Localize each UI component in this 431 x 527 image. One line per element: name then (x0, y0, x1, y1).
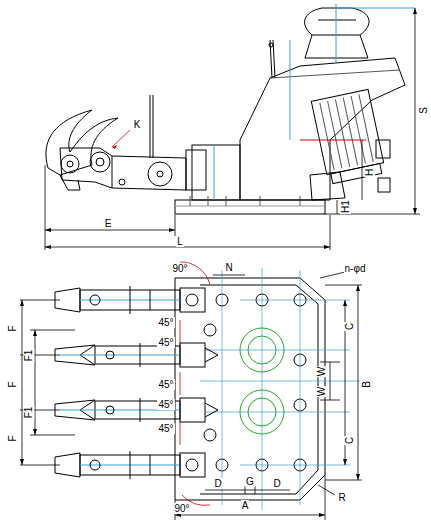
dimension-label: L (176, 236, 184, 247)
dimension-label: E (104, 218, 113, 229)
dimension-label-vertical: C (344, 435, 355, 444)
dimension-label-vertical: S (417, 106, 428, 115)
side-view (45, 4, 420, 250)
dimension-label: 45° (157, 337, 174, 348)
dimension-label: 90° (173, 503, 190, 514)
dimension-label: K (133, 119, 142, 130)
dimension-label-vertical: C (344, 321, 355, 330)
dimension-label: G (245, 476, 255, 487)
plan-view (20, 262, 362, 520)
dimension-label-vertical: F (6, 380, 17, 388)
dimension-label: 45° (157, 379, 174, 390)
dimension-label: D (213, 478, 222, 489)
dimension-label: A (241, 500, 250, 511)
dimension-label: 45° (157, 423, 174, 434)
dimension-label-vertical: H1 (339, 199, 350, 214)
dimension-label: N (224, 262, 233, 273)
dimension-label-vertical: F (6, 324, 17, 332)
dimension-label-vertical: B (360, 380, 371, 389)
dimension-label: D (272, 478, 281, 489)
dimension-label-vertical: W (316, 365, 327, 376)
dimension-label: 45° (157, 317, 174, 328)
dimension-label: 45° (157, 399, 174, 410)
dimension-label-vertical: F1 (23, 348, 34, 362)
dimension-label-vertical: W (316, 385, 327, 396)
dimension-label-vertical: F1 (23, 405, 34, 419)
dimension-label: n-φd (344, 263, 367, 274)
dimension-label-vertical: H (364, 167, 375, 176)
dimension-label: R (337, 492, 346, 503)
dimension-label-vertical: F (6, 434, 17, 442)
dimension-label: 90° (171, 263, 188, 274)
